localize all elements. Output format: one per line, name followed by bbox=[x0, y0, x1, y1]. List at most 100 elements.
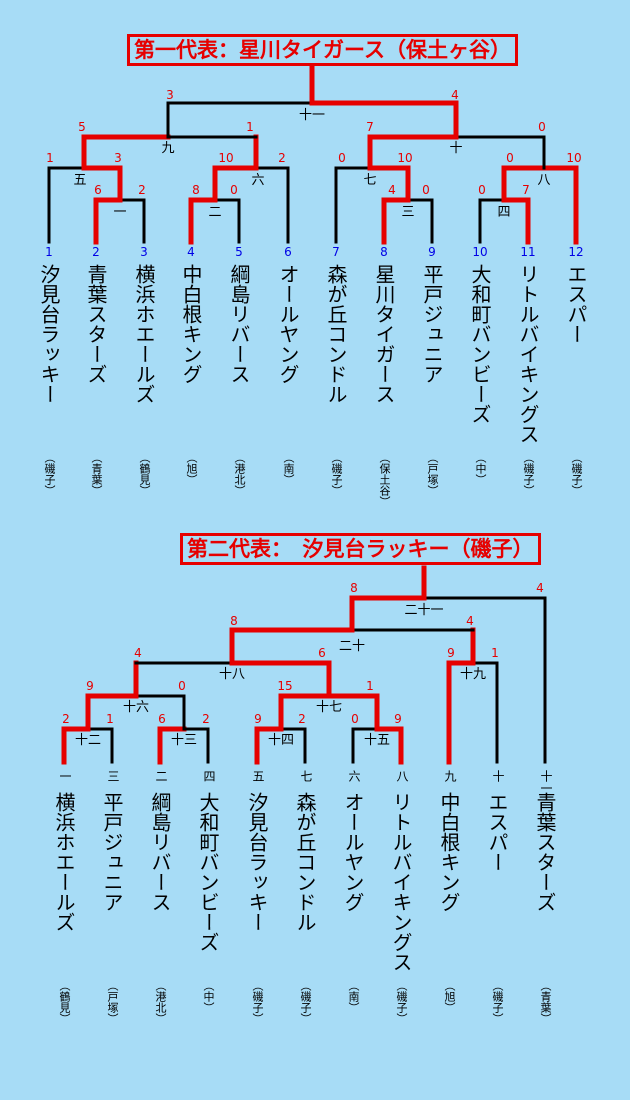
team-name: 森が丘コンドル bbox=[324, 264, 348, 404]
match-number-label: 三 bbox=[401, 205, 414, 220]
team-name: オールヤング bbox=[276, 264, 300, 384]
seed-number: 11 bbox=[520, 245, 535, 259]
score-label: 5 bbox=[78, 120, 86, 134]
score-label: 1 bbox=[491, 646, 499, 660]
team-name: 平戸ジュニア bbox=[100, 792, 124, 912]
score-label: 0 bbox=[351, 712, 359, 726]
entry-label: 三 bbox=[106, 770, 120, 782]
score-label: 10 bbox=[397, 151, 412, 165]
team-name: 青葉スターズ bbox=[84, 264, 108, 384]
team-name: 綱島リバース bbox=[148, 792, 172, 912]
score-label: 6 bbox=[158, 712, 166, 726]
score-label: 0 bbox=[338, 151, 346, 165]
seed-number: 7 bbox=[332, 245, 340, 259]
score-label: 7 bbox=[522, 183, 530, 197]
score-label: 2 bbox=[62, 712, 70, 726]
district-label: （磯子） bbox=[43, 452, 56, 496]
match-number-label: 十四 bbox=[268, 733, 294, 748]
match-number-label: 十七 bbox=[316, 700, 342, 715]
district-label: （青葉） bbox=[90, 452, 103, 496]
seed-number: 8 bbox=[380, 245, 388, 259]
district-label: （南） bbox=[347, 980, 360, 1013]
entry-label: 九 bbox=[443, 770, 457, 782]
team-name: エスパー bbox=[564, 264, 588, 344]
score-label: 9 bbox=[254, 712, 262, 726]
score-label: 2 bbox=[298, 712, 306, 726]
team-name: 星川タイガース bbox=[372, 264, 396, 404]
seed-number: 12 bbox=[568, 245, 583, 259]
district-label: （磯子） bbox=[522, 452, 535, 496]
score-label: 15 bbox=[277, 679, 292, 693]
score-label: 0 bbox=[538, 120, 546, 134]
score-label: 6 bbox=[94, 183, 102, 197]
score-label: 0 bbox=[230, 183, 238, 197]
score-label: 4 bbox=[536, 581, 544, 595]
score-label: 1 bbox=[366, 679, 374, 693]
entry-label: 五 bbox=[251, 770, 265, 782]
team-name: 中白根キング bbox=[179, 264, 203, 384]
score-label: 0 bbox=[422, 183, 430, 197]
district-label: （南） bbox=[282, 452, 295, 485]
entry-label: 十一 bbox=[539, 770, 553, 794]
entry-label: 二 bbox=[154, 770, 168, 782]
district-label: （戸塚） bbox=[426, 452, 439, 496]
match-number-label: 一 bbox=[113, 205, 126, 220]
district-label: （中） bbox=[202, 980, 215, 1013]
score-label: 1 bbox=[246, 120, 254, 134]
match-number-label: 八 bbox=[537, 173, 550, 188]
score-label: 9 bbox=[394, 712, 402, 726]
district-label: （磯子） bbox=[570, 452, 583, 496]
score-label: 4 bbox=[388, 183, 396, 197]
team-name: 大和町バンビーズ bbox=[196, 792, 220, 952]
score-label: 10 bbox=[218, 151, 233, 165]
score-label: 6 bbox=[318, 646, 326, 660]
seed-number: 10 bbox=[472, 245, 487, 259]
team-name: リトルバイキングス bbox=[389, 792, 413, 972]
score-label: 10 bbox=[566, 151, 581, 165]
district-label: （磯子） bbox=[299, 980, 312, 1024]
match-number-label: 二十一 bbox=[404, 603, 443, 618]
seed-number: 2 bbox=[92, 245, 100, 259]
district-label: （鶴見） bbox=[58, 980, 71, 1024]
score-label: 3 bbox=[166, 88, 174, 102]
district-label: （港北） bbox=[154, 980, 167, 1024]
match-number-label: 二 bbox=[208, 205, 221, 220]
first-representative-title: 第一代表：星川タイガース（保土ヶ谷） bbox=[127, 34, 518, 66]
seed-number: 9 bbox=[428, 245, 436, 259]
entry-label: 四 bbox=[202, 770, 216, 782]
score-label: 4 bbox=[134, 646, 142, 660]
score-label: 3 bbox=[114, 151, 122, 165]
match-number-label: 五 bbox=[73, 173, 86, 188]
score-label: 2 bbox=[278, 151, 286, 165]
district-label: （磯子） bbox=[491, 980, 504, 1024]
district-label: （旭） bbox=[185, 452, 198, 485]
district-label: （旭） bbox=[443, 980, 456, 1013]
match-number-label: 十一 bbox=[299, 108, 325, 123]
score-label: 2 bbox=[138, 183, 146, 197]
entry-label: 六 bbox=[347, 770, 361, 782]
district-label: （戸塚） bbox=[106, 980, 119, 1024]
score-label: 0 bbox=[178, 679, 186, 693]
score-label: 8 bbox=[230, 614, 238, 628]
score-label: 8 bbox=[192, 183, 200, 197]
match-number-label: 十八 bbox=[219, 667, 245, 682]
team-name: 平戸ジュニア bbox=[420, 264, 444, 384]
seed-number: 3 bbox=[140, 245, 148, 259]
match-number-label: 十二 bbox=[75, 733, 101, 748]
score-label: 1 bbox=[106, 712, 114, 726]
score-label: 7 bbox=[366, 120, 374, 134]
score-label: 4 bbox=[451, 88, 459, 102]
entry-label: 七 bbox=[299, 770, 313, 782]
district-label: （磯子） bbox=[330, 452, 343, 496]
district-label: （港北） bbox=[233, 452, 246, 496]
score-label: 1 bbox=[46, 151, 54, 165]
team-name: オールヤング bbox=[341, 792, 365, 912]
entry-label: 十 bbox=[491, 770, 505, 782]
team-name: リトルバイキングス bbox=[516, 264, 540, 444]
match-number-label: 十六 bbox=[123, 700, 149, 715]
team-name: エスパー bbox=[485, 792, 509, 872]
match-number-label: 二十 bbox=[339, 639, 365, 654]
score-label: 8 bbox=[350, 581, 358, 595]
entry-label: 八 bbox=[395, 770, 409, 782]
match-number-label: 四 bbox=[497, 205, 510, 220]
